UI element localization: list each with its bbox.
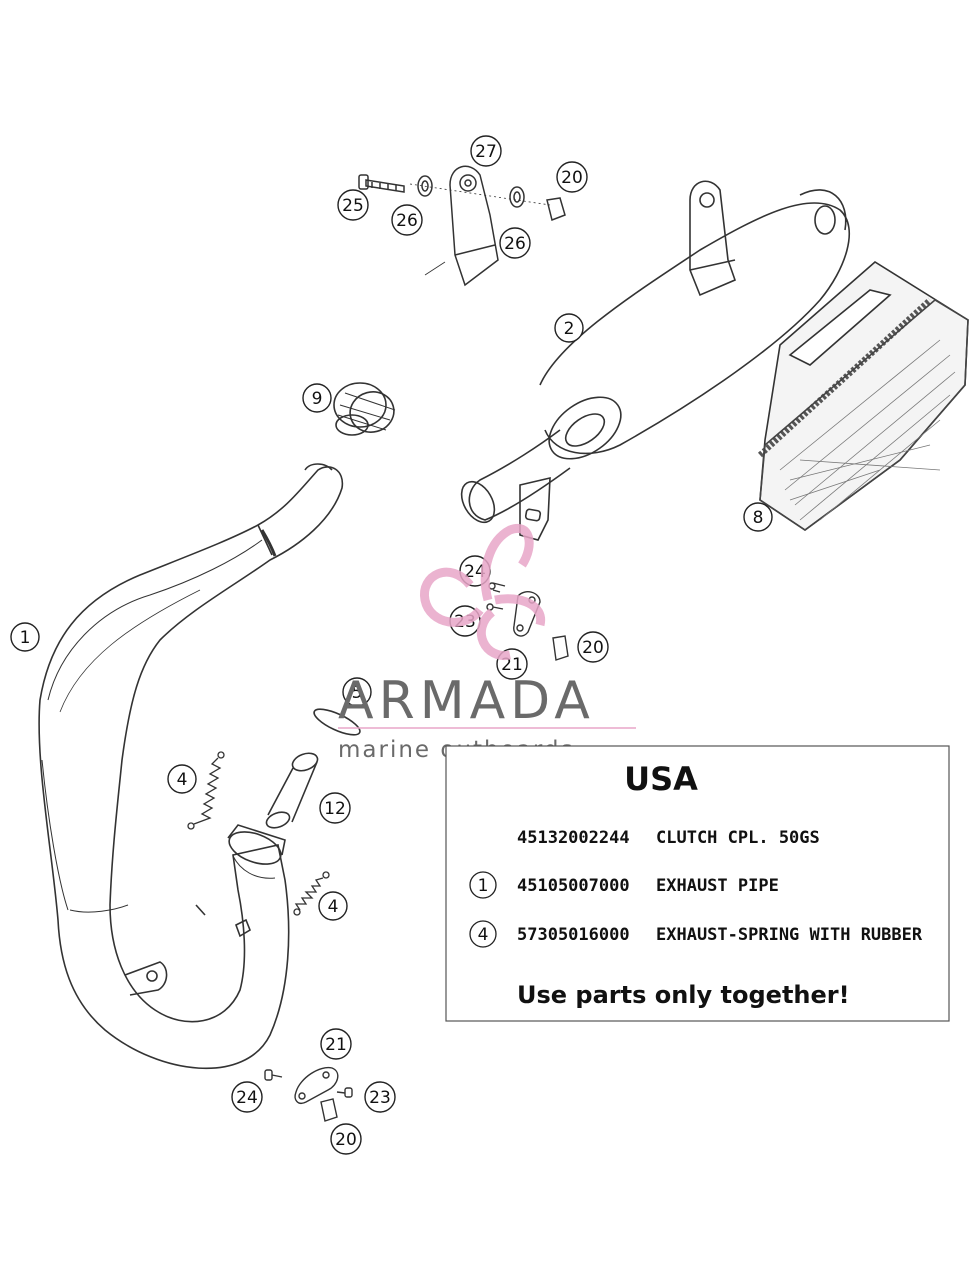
callout-20-upper-label: 20 bbox=[561, 168, 583, 188]
callout-25-label: 25 bbox=[342, 196, 364, 216]
usa-row-1-desc: EXHAUST PIPE bbox=[656, 876, 779, 896]
usa-row-2-desc: EXHAUST-SPRING WITH RUBBER bbox=[656, 925, 923, 945]
callout-27-label: 27 bbox=[475, 142, 497, 162]
usa-row-2-ref: 4 bbox=[478, 925, 489, 945]
callout-21-lower-label: 21 bbox=[325, 1035, 347, 1055]
callout-24-lower-label: 24 bbox=[236, 1088, 258, 1108]
callout-2-label: 2 bbox=[564, 319, 575, 339]
armada-logo-icon bbox=[420, 523, 546, 660]
callout-9: 9 bbox=[302, 383, 332, 413]
watermark-title: ARMADA bbox=[338, 671, 595, 731]
callout-24-middle-label: 24 bbox=[464, 562, 486, 582]
heat-shield-drawing bbox=[757, 261, 969, 531]
usa-row-1: 1 45105007000 EXHAUST PIPE bbox=[469, 871, 779, 899]
usa-row-1-ref: 1 bbox=[478, 876, 489, 896]
usa-row-0-desc: CLUTCH CPL. 50GS bbox=[656, 828, 820, 848]
callout-24-lower: 24 bbox=[231, 1081, 263, 1113]
callout-21-lower: 21 bbox=[320, 1028, 352, 1060]
sleeve-drawing bbox=[265, 752, 319, 829]
gasket-drawing bbox=[313, 708, 361, 736]
callout-26-left-label: 26 bbox=[396, 211, 418, 231]
callout-23-lower-label: 23 bbox=[369, 1088, 391, 1108]
upper-bracket-drawing bbox=[358, 165, 566, 287]
callout-5-label: 5 bbox=[352, 683, 363, 703]
callout-12-label: 12 bbox=[324, 799, 346, 819]
callout-20-upper: 20 bbox=[556, 161, 588, 193]
usa-info-box: USA 45132002244 CLUTCH CPL. 50GS 1 45105… bbox=[445, 745, 950, 1022]
usa-row-2-part-no: 57305016000 bbox=[517, 925, 630, 945]
usa-row-0: 45132002244 CLUTCH CPL. 50GS bbox=[517, 828, 820, 848]
callout-2: 2 bbox=[554, 313, 584, 343]
callout-4-upper-label: 4 bbox=[177, 770, 188, 790]
callout-4-lower: 4 bbox=[318, 891, 348, 921]
usa-row-0-part-no: 45132002244 bbox=[517, 828, 630, 848]
callout-9-label: 9 bbox=[312, 389, 323, 409]
spring-drawing-lower bbox=[293, 871, 330, 916]
callout-20-lower: 20 bbox=[330, 1123, 362, 1155]
callout-12: 12 bbox=[319, 792, 351, 824]
callout-27: 27 bbox=[470, 135, 502, 167]
usa-note: Use parts only together! bbox=[517, 981, 850, 1009]
callout-1-label: 1 bbox=[20, 628, 31, 648]
callout-25: 25 bbox=[337, 189, 369, 221]
callout-4-lower-label: 4 bbox=[328, 897, 339, 917]
callout-20-middle-label: 20 bbox=[582, 638, 604, 658]
spring-drawing-upper bbox=[187, 751, 225, 830]
callout-20-middle: 20 bbox=[577, 631, 609, 663]
callout-26-right-label: 26 bbox=[504, 234, 526, 254]
usa-row-1-part-no: 45105007000 bbox=[517, 876, 630, 896]
usa-row-2: 4 57305016000 EXHAUST-SPRING WITH RUBBER bbox=[469, 920, 923, 948]
callout-23-lower: 23 bbox=[364, 1081, 396, 1113]
callout-8-label: 8 bbox=[753, 508, 764, 528]
grommet-drawing bbox=[333, 382, 396, 436]
callout-5: 5 bbox=[342, 677, 372, 707]
callout-1: 1 bbox=[10, 622, 40, 652]
callout-4-upper: 4 bbox=[167, 764, 197, 794]
exhaust-pipe-drawing bbox=[38, 463, 344, 1070]
lower-clamp-drawing bbox=[264, 1066, 353, 1122]
callout-8: 8 bbox=[743, 502, 773, 532]
callout-26-right: 26 bbox=[499, 227, 531, 259]
middle-clamp-drawing bbox=[486, 582, 569, 661]
callout-21-middle-label: 21 bbox=[501, 655, 523, 675]
callout-26-left: 26 bbox=[391, 204, 423, 236]
callout-20-lower-label: 20 bbox=[335, 1130, 357, 1150]
usa-title: USA bbox=[624, 760, 698, 798]
